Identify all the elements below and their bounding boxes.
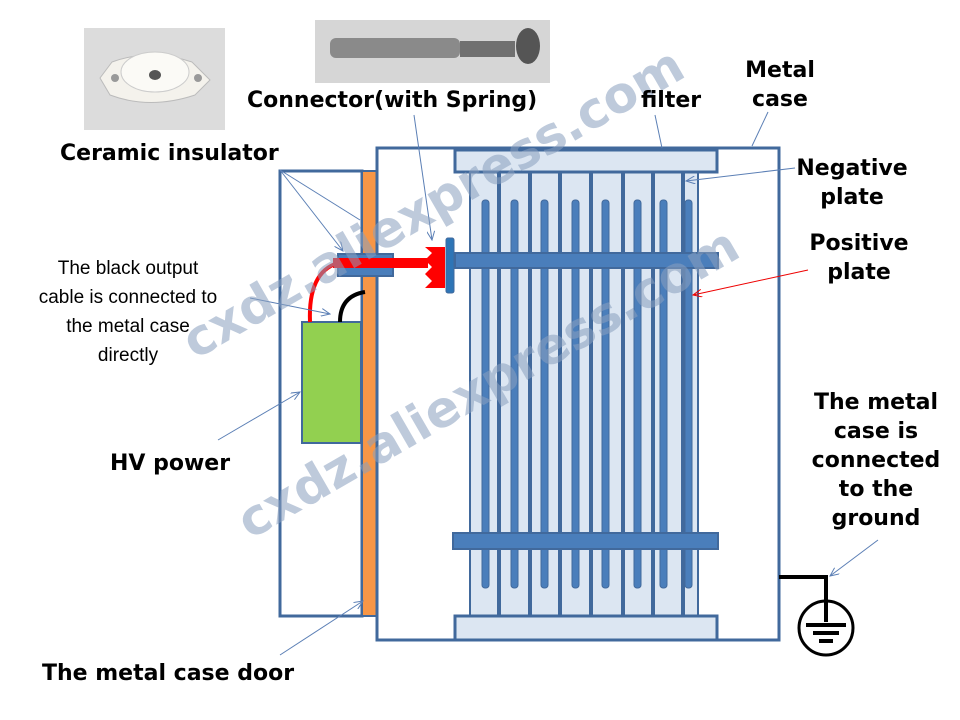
positive-plate (540, 199, 549, 589)
ceramic-insulator-photo (84, 28, 225, 130)
positive-plate (659, 199, 668, 589)
positive-plate (601, 199, 610, 589)
positive-plate (481, 199, 490, 589)
label-ground-note: case is (834, 419, 918, 444)
positive-plate-pointer (693, 269, 809, 295)
filter-bottom-plate (453, 614, 719, 642)
label-ground-note: connected (812, 448, 941, 473)
label-filter: filter (641, 88, 701, 113)
positive-plate (510, 199, 519, 589)
label-metal-case: Metal (745, 58, 815, 83)
label-hv-power: HV power (110, 451, 230, 476)
connector-disc (445, 237, 455, 294)
red-cable (333, 258, 428, 268)
label-connector: Connector(with Spring) (247, 88, 537, 113)
label-metal-case: case (752, 87, 808, 112)
filter-top-plate (453, 148, 719, 174)
label-ground-note: The metal (814, 390, 938, 415)
label-black-cable-note: cable is connected to (39, 287, 218, 308)
connector-photo (315, 20, 550, 83)
label-black-cable-note: directly (98, 345, 159, 366)
positive-plate (633, 199, 642, 589)
spring-icon (425, 247, 445, 288)
label-negative-plate: Negative (796, 156, 907, 181)
positive-bar-top (454, 252, 719, 269)
red-output-wire (307, 261, 339, 323)
positive-plate (571, 199, 580, 589)
label-black-cable-note: The black output (58, 258, 199, 279)
label-negative-plate: plate (820, 185, 884, 210)
label-positive-plate: Positive (809, 231, 908, 256)
label-door: The metal case door (42, 661, 294, 686)
label-positive-plate: plate (827, 260, 891, 285)
label-black-cable-note: the metal case (66, 316, 190, 337)
pointer-lines (217, 111, 879, 656)
label-ceramic-insulator: Ceramic insulator (60, 141, 279, 166)
positive-plate (684, 199, 693, 589)
black-output-wire (338, 290, 366, 323)
positive-bar-bottom (452, 532, 719, 550)
hv-power-box (301, 321, 362, 444)
ground-icon (779, 575, 855, 657)
label-ground-note: ground (832, 506, 921, 531)
label-ground-note: to the (839, 477, 913, 502)
positive-plates (481, 199, 693, 589)
